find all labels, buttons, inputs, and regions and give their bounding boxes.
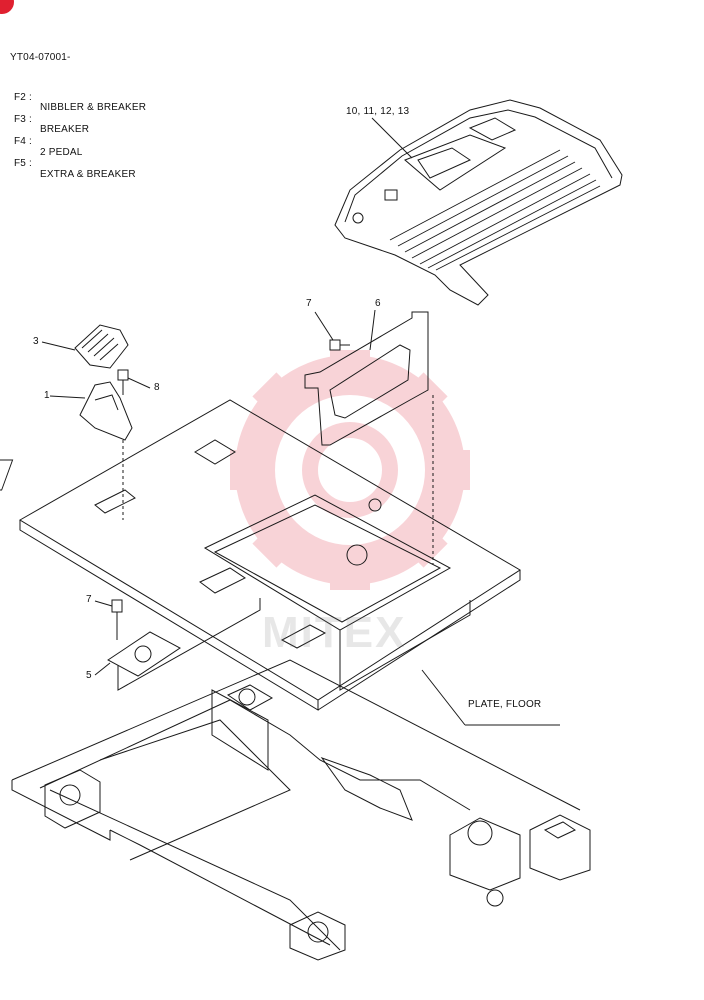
callout-label: 3 <box>33 336 39 347</box>
bolt <box>329 339 350 351</box>
floor-mat <box>334 99 623 306</box>
option-desc: BREAKER <box>40 124 90 135</box>
option-desc: 2 PEDAL <box>40 147 83 158</box>
leader-line <box>49 395 86 399</box>
callout-label: 8 <box>154 382 160 393</box>
callout-label: 7 <box>86 594 92 605</box>
leader-line <box>94 662 111 676</box>
watermark-text: MITEX <box>262 608 407 657</box>
leader-line <box>371 117 413 159</box>
leader-line <box>127 377 151 389</box>
pedal-bracket <box>79 381 133 441</box>
floor-plate <box>0 399 521 711</box>
diagram-code: YT04-07001- <box>10 52 71 63</box>
callout-label: 5 <box>86 670 92 681</box>
option-desc: NIBBLER & BREAKER <box>40 102 147 113</box>
watermark-logo <box>230 350 470 590</box>
bolt <box>117 369 129 395</box>
leader-line <box>421 669 466 726</box>
option-key: F3 : <box>14 114 33 125</box>
callout-label: 10, 11, 12, 13 <box>346 106 410 117</box>
leader-line <box>369 309 376 351</box>
bolt <box>111 599 123 640</box>
option-key: F4 : <box>14 136 33 147</box>
callout-label: 1 <box>44 390 50 401</box>
cover-plate <box>107 631 181 677</box>
option-key: F5 : <box>14 158 33 169</box>
lower-frame <box>11 659 591 961</box>
option-key: F2 : <box>14 92 33 103</box>
mount-bracket <box>304 311 429 446</box>
plate-floor-label: PLATE, FLOOR <box>468 699 542 710</box>
option-desc: EXTRA & BREAKER <box>40 169 136 180</box>
pedal-pad <box>74 324 129 369</box>
callout-label: 7 <box>306 298 312 309</box>
leader-line <box>314 311 334 341</box>
callout-label: 6 <box>375 298 381 309</box>
leader-line <box>94 600 113 607</box>
leader-line <box>41 341 76 351</box>
